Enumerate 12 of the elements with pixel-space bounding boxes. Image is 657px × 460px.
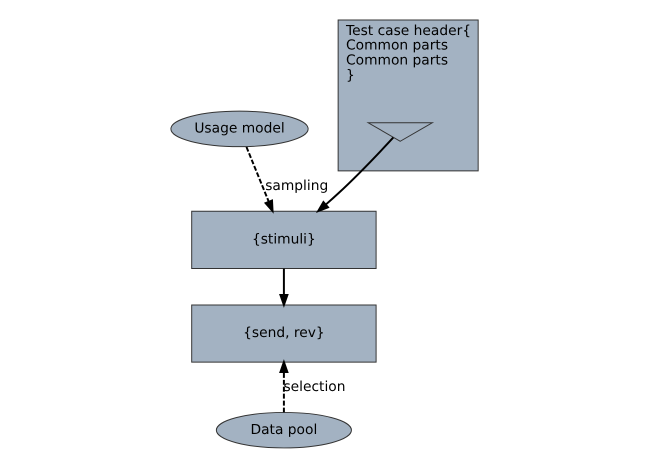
- arrow: [279, 268, 289, 308]
- cluster: Test case header{ Common parts Common parts }: [338, 19, 479, 172]
- edge-label: selection: [283, 378, 346, 395]
- arrow: [316, 136, 394, 214]
- node-ellipse: Usage model: [170, 110, 309, 148]
- arrow: [246, 146, 274, 214]
- node-hourglass: [366, 122, 434, 142]
- arrow: [279, 359, 289, 412]
- node-box: {stimuli}: [191, 210, 377, 269]
- node-box: {send, rev}: [191, 304, 377, 363]
- edge-label: sampling: [265, 178, 328, 194]
- node-ellipse: Data pool: [216, 412, 352, 448]
